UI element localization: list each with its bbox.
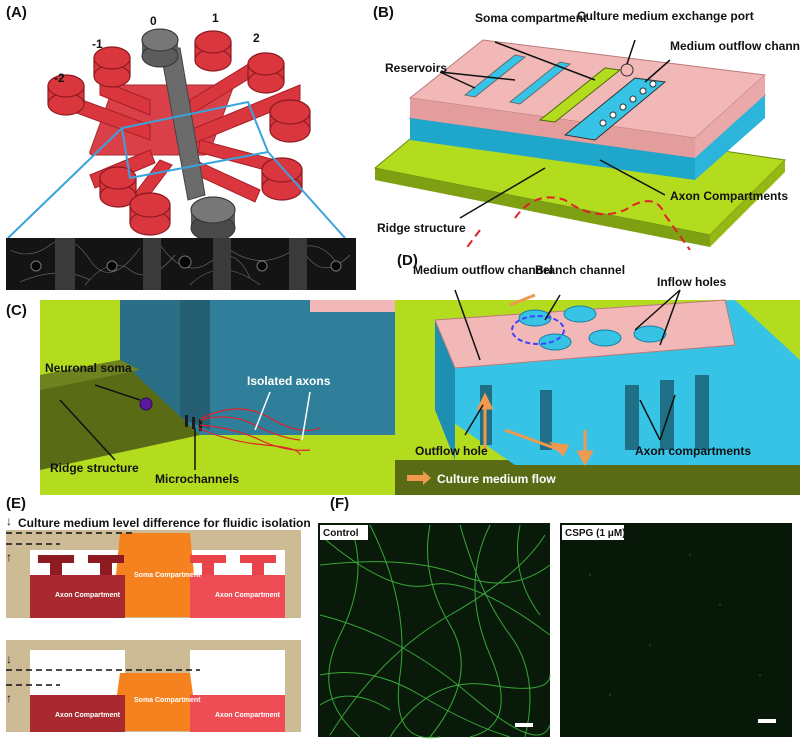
- cspg-image: [560, 523, 792, 737]
- label-neuronal-soma: Neuronal soma: [45, 361, 132, 375]
- label-axon-compartments-b: Axon Compartments: [670, 189, 788, 203]
- panel-e: (E) Culture medium level difference for …: [0, 495, 310, 741]
- label-microchannels: Microchannels: [155, 472, 239, 486]
- device-cross-section-b: Soma compartment Culture medium exchange…: [373, 9, 800, 250]
- panel-e-title: Culture medium level difference for flui…: [18, 516, 310, 530]
- label-ridge-structure-c: Ridge structure: [50, 461, 139, 475]
- label-inflow-holes: Inflow holes: [657, 275, 727, 289]
- top-left-axon-label: Axon Compartment: [55, 592, 121, 599]
- panel-c: (C) Neur: [0, 300, 395, 495]
- label-outflow-hole: Outflow hole: [415, 444, 488, 458]
- label-medium-outflow: Medium outflow channel: [670, 39, 800, 53]
- panel-b: (B): [365, 0, 800, 250]
- panel-d: (D): [395, 250, 800, 495]
- svg-text:↑: ↑: [6, 550, 12, 564]
- top-right-axon-label: Axon Compartment: [215, 592, 281, 599]
- svg-text:↓: ↓: [6, 652, 12, 666]
- panel-e-label: (E): [6, 495, 26, 512]
- microchannel-view: Neuronal soma Isolated axons Ridge struc…: [40, 300, 395, 495]
- control-label: Control: [323, 528, 359, 539]
- channel-number-1: 1: [212, 11, 219, 25]
- flow-detail-view: Medium outflow channel Branch channel In…: [395, 263, 800, 495]
- panel-d-label: (D): [397, 252, 418, 269]
- panel-a: (A): [0, 0, 365, 300]
- panel-f-label: (F): [330, 495, 350, 512]
- control-scale-bar: [515, 723, 533, 727]
- label-culture-medium-flow: Culture medium flow: [437, 472, 556, 486]
- label-exchange-port: Culture medium exchange port: [577, 9, 754, 23]
- top-soma-label: Soma Compartment: [134, 572, 201, 579]
- bottom-soma-label: Soma Compartment: [134, 697, 201, 704]
- microscopy-strip: [6, 238, 356, 290]
- label-soma-compartment: Soma compartment: [475, 11, 587, 25]
- panel-a-label: (A): [6, 4, 27, 21]
- device-illustration: -2 -1 0 1 2: [6, 11, 356, 290]
- label-medium-outflow-channel: Medium outflow channel: [413, 263, 553, 277]
- bottom-left-axon-label: Axon Compartment: [55, 712, 121, 719]
- control-image: [318, 523, 550, 737]
- flow-arrow-icon: [407, 471, 431, 485]
- panel-c-label: (C): [6, 302, 27, 319]
- label-isolated-axons: Isolated axons: [247, 374, 331, 388]
- panel-b-label: (B): [373, 4, 394, 21]
- channel-number-minus1: -1: [92, 37, 103, 51]
- label-branch-channel: Branch channel: [535, 263, 625, 277]
- bottom-right-axon-label: Axon Compartment: [215, 712, 281, 719]
- channel-number-minus2: -2: [54, 71, 65, 85]
- channel-number-2: 2: [253, 31, 260, 45]
- fluorescence-images: Control CSPG (1 μM): [318, 523, 792, 739]
- svg-text:↑: ↑: [6, 691, 12, 705]
- panel-f: (F) Control CSPG (1 μM): [310, 495, 800, 741]
- fluid-level-cross-sections: Culture medium level difference for flui…: [6, 514, 310, 732]
- svg-text:↓: ↓: [6, 514, 12, 528]
- cspg-scale-bar: [758, 719, 776, 723]
- label-ridge-structure-b: Ridge structure: [377, 221, 466, 235]
- label-reservoirs: Reservoirs: [385, 61, 447, 75]
- label-axon-compartments-d: Axon compartments: [635, 444, 751, 458]
- cspg-label: CSPG (1 μM): [565, 528, 626, 539]
- channel-number-0: 0: [150, 14, 157, 28]
